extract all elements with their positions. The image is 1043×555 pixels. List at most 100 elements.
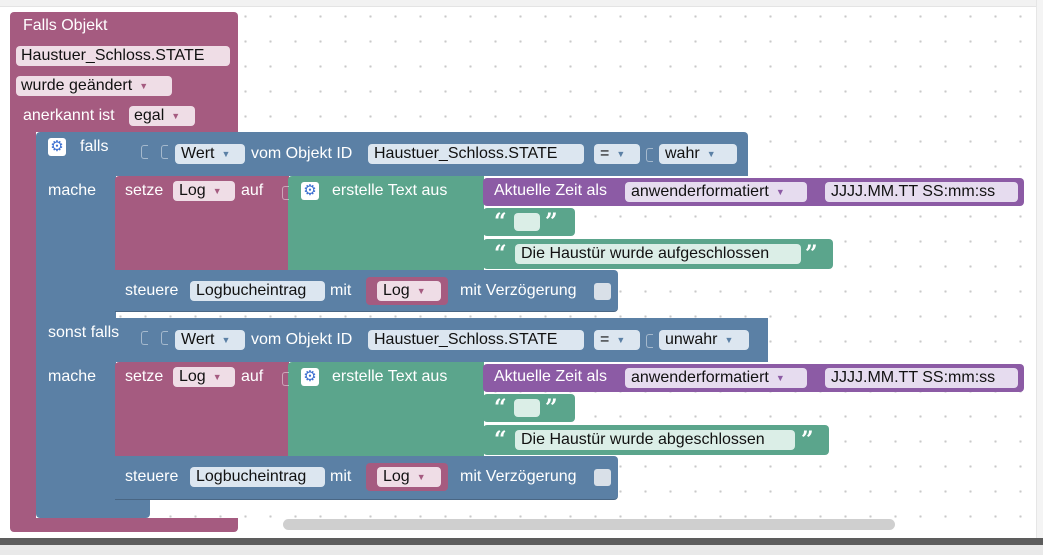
trigger-changed-dropdown[interactable]: wurde geändert ▼	[16, 76, 172, 96]
condition-connector-2b	[161, 331, 168, 345]
log-var-1: Log	[383, 282, 410, 299]
time-1-format: anwenderformatiert	[631, 183, 769, 200]
time-2-format-string: JJJJ.MM.TT SS:mm:ss	[831, 369, 996, 386]
blockly-workspace[interactable]: Falls Objekt Haustuer_Schloss.STATE wurd…	[0, 0, 1043, 538]
quote-open-icon: “	[494, 395, 507, 421]
set-2-var: Log	[179, 368, 206, 385]
trigger-object-id-field[interactable]: Haustuer_Schloss.STATE	[16, 46, 230, 66]
time-2-format-dropdown[interactable]: anwenderformatiert▼	[625, 368, 807, 388]
dropdown-arrow-icon: ▼	[171, 111, 181, 121]
condition-1-bool-value: wahr	[665, 145, 700, 162]
time-1-format-string: JJJJ.MM.TT SS:mm:ss	[831, 183, 996, 200]
condition-2-value-label: Wert	[181, 331, 215, 348]
condition-2-value-dropdown[interactable]: Wert ▼	[175, 330, 245, 350]
condition-2-bool-dropdown[interactable]: unwahr ▼	[659, 330, 749, 350]
control-2-with-label: mit	[330, 468, 352, 485]
control-1-with-label: mit	[330, 282, 352, 299]
condition-2-object-id-field[interactable]: Haustuer_Schloss.STATE	[368, 330, 584, 350]
create-text-1-gear-icon[interactable]: ⚙	[301, 182, 319, 200]
log-var-1-dropdown[interactable]: Log▼	[377, 281, 441, 301]
set-1-to-label: auf	[241, 182, 264, 199]
trigger-object-id: Haustuer_Schloss.STATE	[21, 47, 205, 64]
if-gear-icon[interactable]: ⚙	[48, 138, 66, 156]
create-text-2-label: erstelle Text aus	[332, 368, 448, 385]
create-text-2-gear-icon[interactable]: ⚙	[301, 368, 319, 386]
condition-1-object-id: Haustuer_Schloss.STATE	[374, 145, 558, 162]
create-text-block-2[interactable]	[288, 362, 484, 456]
create-text-1-label: erstelle Text aus	[332, 182, 448, 199]
condition-2-operator-dropdown[interactable]: =▼	[594, 330, 640, 350]
dropdown-arrow-icon: ▼	[416, 472, 426, 482]
message-2-text: Die Haustür wurde abgeschlossen	[521, 431, 765, 448]
control-1-delay-label: mit Verzögerung	[460, 282, 577, 299]
condition-2-bool-value: unwahr	[665, 331, 718, 348]
dropdown-arrow-icon: ▼	[724, 335, 734, 345]
dropdown-arrow-icon: ▼	[706, 149, 716, 159]
condition-1-value-dropdown[interactable]: Wert ▼	[175, 144, 245, 164]
dropdown-arrow-icon: ▼	[221, 149, 231, 159]
condition-2-from-label: vom Objekt ID	[251, 331, 353, 348]
time-2-label: Aktuelle Zeit als	[494, 368, 607, 385]
empty-text-1-field[interactable]	[514, 213, 540, 231]
set-1-var: Log	[179, 182, 206, 199]
control-1-target-field[interactable]: Logbucheintrag	[190, 281, 325, 301]
set-2-to-label: auf	[241, 368, 264, 385]
dropdown-arrow-icon: ▼	[212, 186, 222, 196]
control-1-target: Logbucheintrag	[196, 282, 307, 299]
do-label-1: mache	[48, 182, 97, 199]
horizontal-scrollbar-thumb[interactable]	[283, 519, 895, 530]
quote-close-icon: ”	[545, 395, 558, 421]
text-1-connector	[282, 186, 289, 200]
condition-1-bool-dropdown[interactable]: wahr ▼	[659, 144, 737, 164]
message-1-field[interactable]: Die Haustür wurde aufgeschlossen	[515, 244, 801, 264]
time-2-format-string-field[interactable]: JJJJ.MM.TT SS:mm:ss	[825, 368, 1018, 388]
time-1-format-dropdown[interactable]: anwenderformatiert ▼	[625, 182, 807, 202]
condition-2-operator: =	[600, 331, 610, 348]
condition-connector-1b	[161, 145, 168, 159]
workspace-vertical-scrollbar[interactable]	[1036, 0, 1043, 538]
trigger-ack-value: egal	[134, 107, 165, 124]
control-2-target-field[interactable]: Logbucheintrag	[190, 467, 325, 487]
do-label-2: mache	[48, 368, 97, 385]
time-2-format: anwenderformatiert	[631, 369, 769, 386]
condition-1-operator-dropdown[interactable]: =▼	[594, 144, 640, 164]
else-if-label: sonst falls	[48, 324, 120, 341]
trigger-block-spine	[10, 130, 36, 522]
condition-1-from-label: vom Objekt ID	[251, 145, 353, 162]
quote-open-icon: “	[494, 427, 507, 453]
trigger-ack-dropdown[interactable]: egal ▼	[129, 106, 195, 126]
log-var-2: Log	[383, 468, 410, 485]
set-1-var-dropdown[interactable]: Log ▼	[173, 181, 235, 201]
condition-1-object-id-field[interactable]: Haustuer_Schloss.STATE	[368, 144, 584, 164]
delay-1-checkbox[interactable]	[594, 283, 611, 300]
delay-2-checkbox[interactable]	[594, 469, 611, 486]
quote-open-icon: “	[494, 209, 507, 235]
dropdown-arrow-icon: ▼	[775, 187, 785, 197]
empty-text-2-field[interactable]	[514, 399, 540, 417]
quote-close-icon: ”	[805, 241, 818, 267]
time-1-format-string-field[interactable]: JJJJ.MM.TT SS:mm:ss	[825, 182, 1018, 202]
trigger-ack-label: anerkannt ist	[23, 107, 115, 124]
control-2-delay-label: mit Verzögerung	[460, 468, 577, 485]
dropdown-arrow-icon: ▼	[616, 149, 626, 159]
message-2-field[interactable]: Die Haustür wurde abgeschlossen	[515, 430, 795, 450]
dropdown-arrow-icon: ▼	[221, 335, 231, 345]
if-label: falls	[80, 138, 109, 155]
control-2-target: Logbucheintrag	[196, 468, 307, 485]
condition-2-object-id: Haustuer_Schloss.STATE	[374, 331, 558, 348]
message-1-text: Die Haustür wurde aufgeschlossen	[521, 245, 770, 262]
trigger-changed-label: wurde geändert	[21, 77, 133, 94]
dropdown-arrow-icon: ▼	[212, 372, 222, 382]
time-1-label: Aktuelle Zeit als	[494, 182, 607, 199]
control-2-label: steuere	[125, 468, 179, 485]
control-1-label: steuere	[125, 282, 179, 299]
workspace-top-border	[0, 0, 1043, 7]
log-var-2-dropdown[interactable]: Log ▼	[377, 467, 441, 487]
dropdown-arrow-icon: ▼	[139, 81, 149, 91]
set-2-var-dropdown[interactable]: Log ▼	[173, 367, 235, 387]
create-text-block-1[interactable]	[288, 176, 484, 270]
condition-1-value-label: Wert	[181, 145, 215, 162]
quote-close-icon: ”	[545, 209, 558, 235]
trigger-block-body[interactable]	[10, 12, 238, 132]
condition-connector-2	[141, 331, 148, 345]
